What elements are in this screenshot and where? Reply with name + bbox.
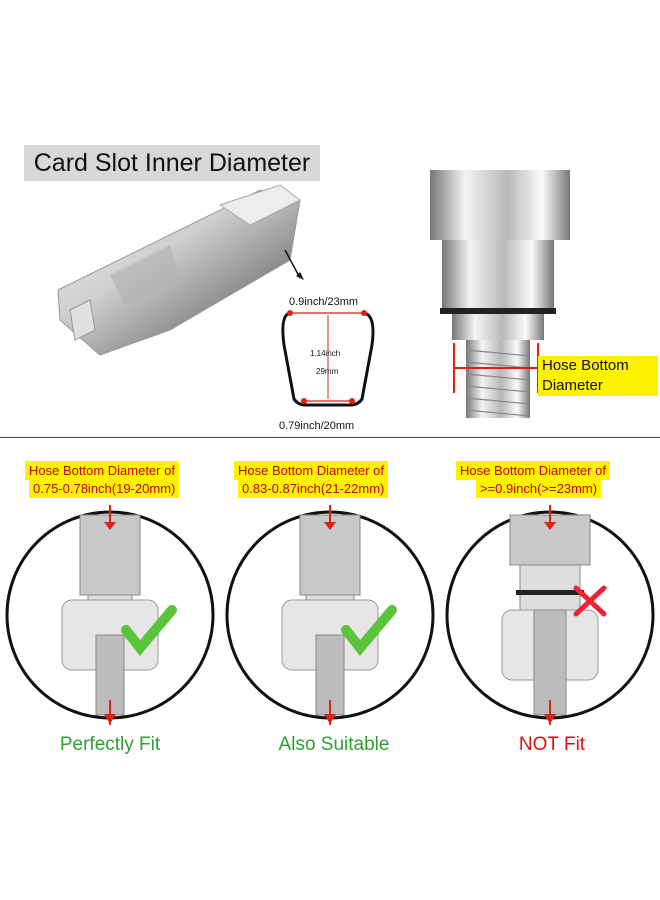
hose-bottom-diameter-label: Hose Bottom Diameter (538, 356, 658, 396)
case-2-label-line2: 0.83-0.87inch(21-22mm) (238, 479, 389, 498)
case-3-verdict: NOT Fit (518, 734, 586, 755)
case-1-diagram (5, 505, 215, 725)
hose-connector-image (430, 170, 570, 418)
case-2-label-line1: Hose Bottom Diameter of (234, 461, 388, 480)
slot-dimension-diagram (281, 310, 375, 407)
case-1-label-line1: Hose Bottom Diameter of (25, 461, 179, 480)
case-3-label-line1: Hose Bottom Diameter of (456, 461, 610, 480)
dim-top-width: 0.9inch/23mm (289, 296, 359, 308)
hose-label-line2: Diameter (542, 377, 603, 394)
dim-bottom-width: 0.79inch/20mm (279, 420, 355, 432)
case-2-verdict: Also Suitable (278, 734, 390, 755)
section-divider (0, 437, 660, 438)
card-slot-title: Card Slot Inner Diameter (24, 145, 320, 181)
case-3-diagram (445, 505, 655, 725)
case-3-label-line2: >=0.9inch(>=23mm) (476, 479, 602, 498)
case-2-diagram (225, 505, 435, 725)
hose-label-line1: Hose Bottom (542, 357, 629, 374)
clip-holder-image (57, 184, 304, 356)
case-1-verdict: Perfectly Fit (59, 734, 161, 755)
dim-height-inch: 1.14inch (310, 349, 341, 358)
case-1-label-line2: 0.75-0.78inch(19-20mm) (29, 479, 180, 498)
dim-height-mm: 29mm (316, 367, 339, 376)
